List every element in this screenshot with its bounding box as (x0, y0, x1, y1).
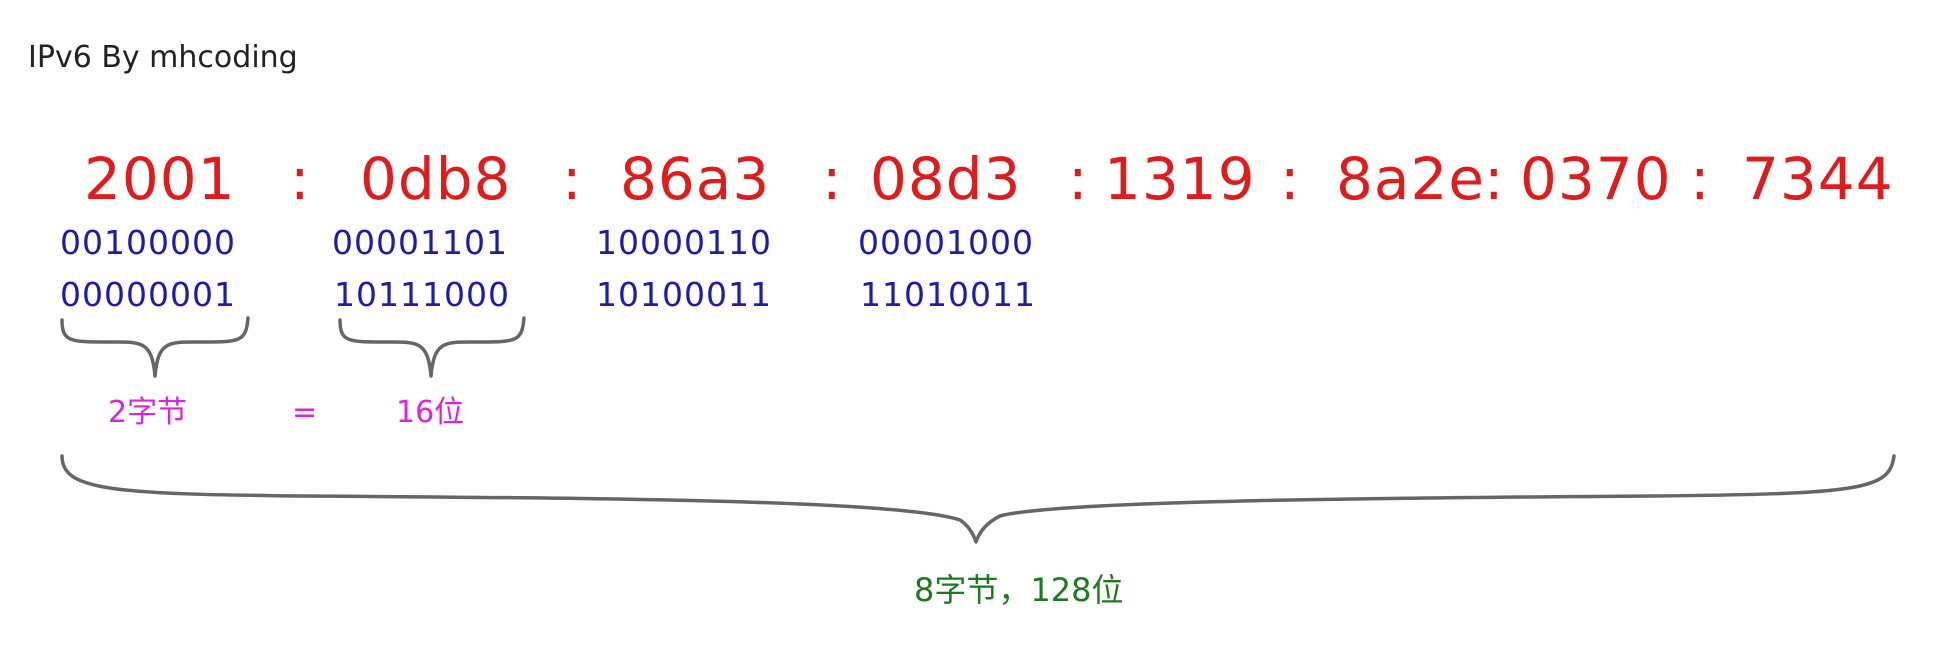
brace-total (60, 454, 1896, 544)
equals-sign: = (292, 395, 318, 430)
binary-low-2: 10111000 (334, 275, 510, 314)
brace-byte-group-2 (338, 316, 526, 378)
binary-high-4: 00001000 (858, 223, 1034, 262)
hex-group-3: 86a3 (620, 145, 771, 213)
binary-high-2: 00001101 (332, 223, 508, 262)
binary-low-1: 00000001 (60, 275, 236, 314)
bytes-label: 2字节 (108, 395, 188, 430)
total-size-label: 8字节，128位 (914, 571, 1124, 609)
hex-group-5: 1319 (1104, 145, 1256, 213)
hex-separator-2: : (562, 145, 583, 213)
binary-low-3: 10100011 (596, 275, 772, 314)
hex-group-4: 08d3 (870, 145, 1022, 213)
bits-label: 16位 (396, 395, 465, 430)
binary-high-1: 00100000 (60, 223, 236, 262)
hex-separator-4: : (1068, 145, 1089, 213)
hex-group-8: 7344 (1742, 145, 1894, 213)
diagram-title: IPv6 By mhcoding (28, 40, 298, 75)
hex-separator-1: : (290, 145, 311, 213)
hex-separator-6: : (1484, 145, 1505, 213)
hex-group-6: 8a2e (1336, 145, 1486, 213)
binary-low-4: 11010011 (860, 275, 1036, 314)
hex-group-2: 0db8 (360, 145, 512, 213)
hex-separator-3: : (822, 145, 843, 213)
binary-high-3: 10000110 (596, 223, 772, 262)
hex-group-1: 2001 (84, 145, 236, 213)
hex-separator-7: : (1690, 145, 1711, 213)
hex-group-7: 0370 (1520, 145, 1672, 213)
brace-byte-group-1 (60, 316, 250, 378)
hex-separator-5: : (1280, 145, 1301, 213)
